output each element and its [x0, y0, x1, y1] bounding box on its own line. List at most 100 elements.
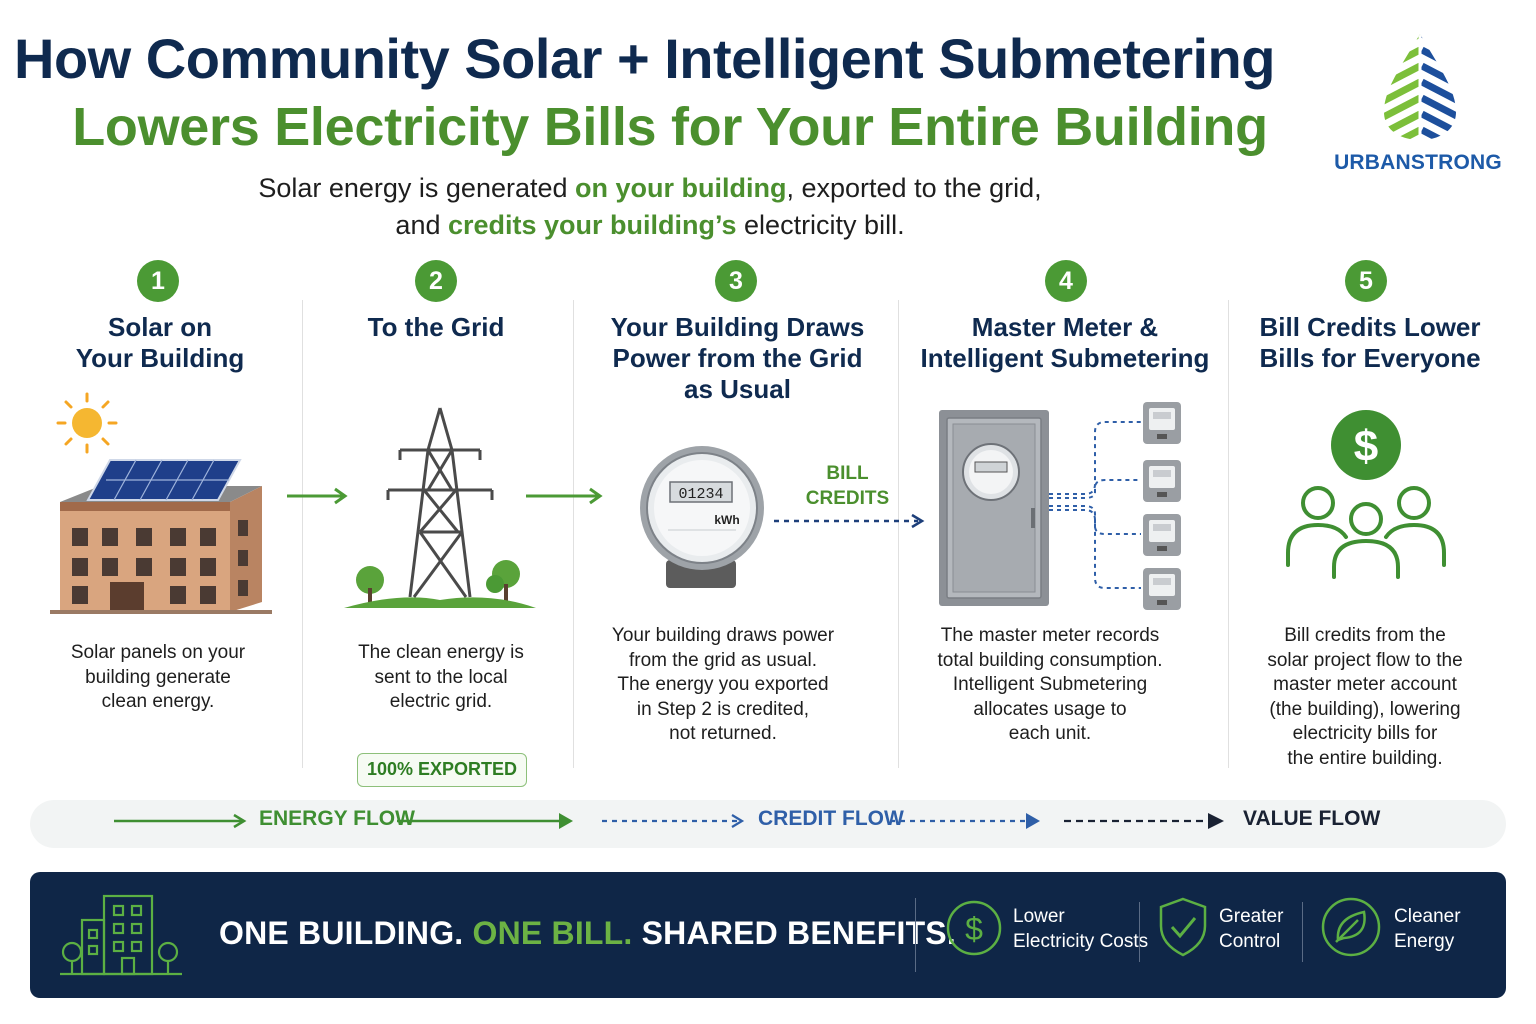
desc-line: each unit.	[1008, 723, 1092, 744]
step-title-line: Bill Credits Lower	[1259, 312, 1481, 342]
building-icon	[60, 894, 182, 976]
energy-flow-arrow	[114, 813, 247, 829]
step-4-title: Master Meter & Intelligent Submetering	[915, 312, 1215, 374]
step-1-description: Solar panels on your building generate c…	[40, 641, 276, 715]
submeter-icon	[1143, 402, 1181, 444]
sun-icon	[56, 392, 118, 454]
credit-flow-label: CREDIT FLOW	[758, 807, 904, 830]
value-flow-arrow	[1064, 813, 1224, 829]
slogan-part: ONE BUILDING.	[219, 915, 473, 951]
benefit-lower-costs: Lower Electricity Costs	[1013, 904, 1148, 954]
svg-text:$: $	[1354, 422, 1378, 471]
desc-line: Bill credits from the	[1284, 625, 1446, 646]
slogan-part: SHARED BENEFITS.	[632, 915, 956, 951]
benefit-line: Cleaner	[1394, 906, 1461, 927]
value-flow-label: VALUE FLOW	[1243, 807, 1381, 830]
leaf-circle-icon	[1321, 897, 1381, 957]
desc-line: electricity bills for	[1292, 723, 1438, 744]
intro-text-part: , exported to the grid,	[786, 173, 1042, 203]
step-4-number: 4	[1045, 260, 1087, 302]
desc-line: from the grid as usual.	[629, 649, 817, 671]
desc-line: Solar panels on your	[70, 642, 246, 663]
exported-badge: 100% EXPORTED	[357, 753, 527, 787]
shield-check-icon	[1159, 897, 1207, 957]
step-title-line: Your Building	[75, 343, 245, 373]
desc-line: Your building draws power	[611, 625, 835, 646]
step-2-title: To the Grid	[316, 312, 556, 343]
main-title: How Community Solar + Intelligent Submet…	[14, 27, 1275, 90]
desc-line: The master meter records	[940, 625, 1160, 646]
column-divider	[898, 300, 899, 768]
bill-credits-label: BILL CREDITS	[800, 461, 895, 511]
desc-line: master meter account	[1273, 674, 1457, 695]
tree-icon	[486, 560, 520, 606]
submeter-icon	[1143, 460, 1181, 502]
step-2-number: 2	[415, 260, 457, 302]
desc-line: building generate	[85, 666, 231, 688]
solar-building-icon	[50, 392, 272, 614]
people-dollar-icon: $	[1286, 410, 1446, 579]
desc-line: sent to the local	[374, 666, 508, 688]
desc-line: Intelligent Submetering	[952, 674, 1148, 695]
intro-highlight-credits: credits your building’s	[447, 210, 737, 240]
tree-icon	[356, 566, 384, 606]
energy-arrow	[526, 487, 603, 505]
master-meter-panel-icon	[939, 402, 1181, 610]
desc-line: not returned.	[669, 723, 777, 744]
intro-highlight-building: on your building	[575, 173, 787, 203]
step-4-description: The master meter records total building …	[920, 624, 1180, 747]
benefit-line: Electricity Costs	[1013, 931, 1149, 952]
main-subtitle-heading: Lowers Electricity Bills for Your Entire…	[72, 97, 1268, 157]
desc-line: solar project flow to the	[1267, 649, 1463, 671]
step-3-title: Your Building Draws Power from the Grid …	[590, 312, 885, 405]
step-title-line: Power from the Grid	[612, 343, 863, 373]
bill-credits-line: BILL	[826, 463, 869, 484]
step-3-number: 3	[715, 260, 757, 302]
desc-line: the entire building.	[1287, 747, 1443, 769]
submeter-icon	[1143, 514, 1181, 556]
credit-flow-arrow	[890, 813, 1040, 829]
benefit-line: Lower	[1013, 906, 1065, 927]
credit-arrow	[774, 513, 925, 529]
electric-meter-icon: 01234 kWh	[640, 446, 764, 588]
dollar-icon: $	[1331, 410, 1401, 480]
benefit-greater-control: Greater Control	[1219, 904, 1283, 954]
footer-divider	[915, 898, 916, 972]
benefit-line: Energy	[1394, 931, 1455, 952]
bill-credits-line: CREDITS	[805, 488, 890, 509]
svg-text:$: $	[965, 911, 983, 947]
benefit-line: Control	[1219, 931, 1281, 952]
step-title-line: as Usual	[684, 374, 791, 404]
footer-banner	[30, 872, 1506, 998]
step-title-line: Your Building Draws	[610, 312, 865, 342]
meter-unit: kWh	[714, 513, 739, 527]
benefit-cleaner-energy: Cleaner Energy	[1394, 904, 1461, 954]
step-title-line: Intelligent Submetering	[920, 343, 1210, 373]
desc-line: clean energy.	[101, 691, 215, 712]
intro-text-part: electricity bill.	[736, 210, 905, 240]
benefit-line: Greater	[1219, 906, 1284, 927]
step-1-title: Solar on Your Building	[40, 312, 280, 374]
desc-line: total building consumption.	[937, 649, 1163, 671]
logo-wordmark: URBANSTRONG	[1334, 151, 1502, 174]
credit-flow-arrow	[602, 814, 745, 828]
submeter-icon	[1143, 568, 1181, 610]
column-divider	[1228, 300, 1229, 768]
desc-line: electric grid.	[389, 691, 493, 712]
flow-legend-bar	[30, 800, 1506, 848]
step-5-description: Bill credits from the solar project flow…	[1240, 624, 1490, 771]
dollar-circle-icon: $	[946, 900, 1002, 956]
footer-divider	[1302, 902, 1303, 962]
step-5-title: Bill Credits Lower Bills for Everyone	[1240, 312, 1500, 374]
footer-divider	[1139, 902, 1140, 962]
step-2-description: The clean energy is sent to the local el…	[326, 641, 556, 715]
footer-slogan: ONE BUILDING. ONE BILL. SHARED BENEFITS.	[219, 915, 956, 952]
meter-reading: 01234	[678, 486, 723, 503]
desc-line: The energy you exported	[617, 674, 829, 695]
transmission-tower-icon	[344, 407, 536, 608]
intro-text-part: and	[395, 210, 448, 240]
desc-line: (the building), lowering	[1269, 698, 1461, 720]
column-divider	[302, 300, 303, 768]
step-5-number: 5	[1345, 260, 1387, 302]
column-divider	[573, 300, 574, 768]
